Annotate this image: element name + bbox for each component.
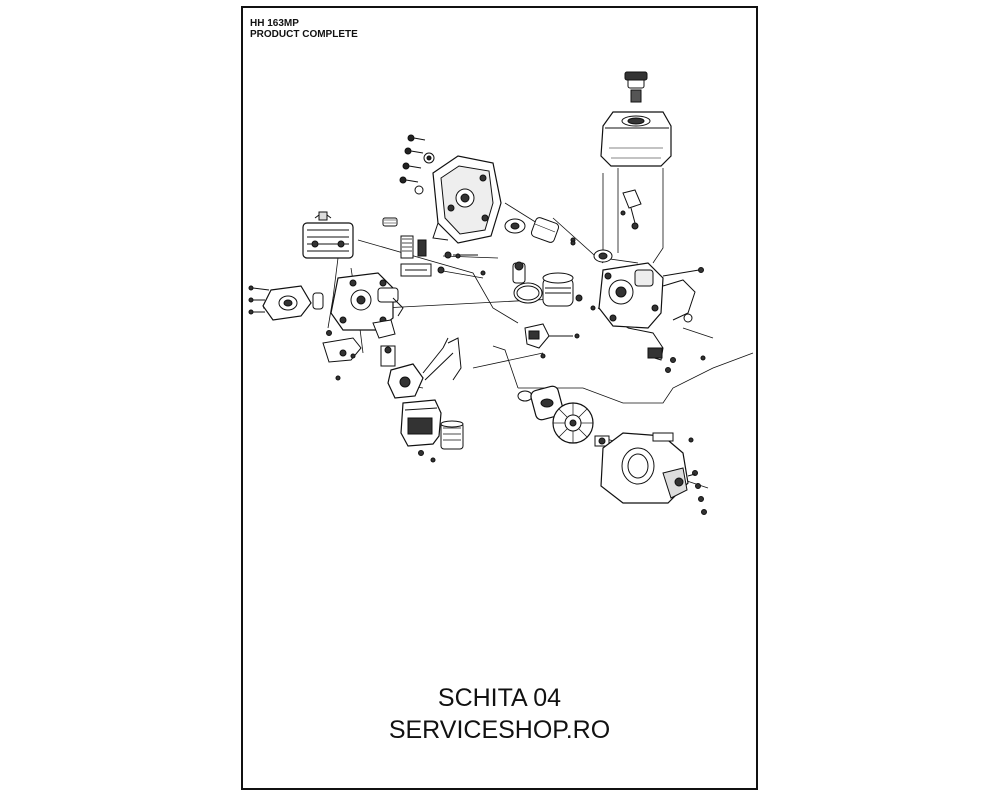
- sheet-caption-title: SCHITA 04: [437, 684, 562, 712]
- fuel-tank-assembly: [600, 71, 672, 167]
- model-title: HH 163MP: [250, 18, 299, 29]
- control-lever: [524, 323, 580, 349]
- sheet-caption-site: SERVICESHOP.RO: [388, 716, 611, 744]
- intake-gasket: [248, 285, 324, 321]
- cylinder-head: [302, 211, 354, 259]
- crankshaft-and-piston: [504, 217, 613, 307]
- carburetor: [372, 319, 462, 399]
- valve-parts: [382, 217, 478, 277]
- cover-bolts: [399, 134, 435, 195]
- main-crankcase: [598, 262, 704, 329]
- exploded-parts-diagram: [248, 71, 754, 515]
- misc-fasteners: [335, 237, 706, 463]
- sheet-subtitle: PRODUCT COMPLETE: [250, 29, 358, 40]
- assembly-guide-lines: [263, 168, 754, 489]
- muffler-bracket: [322, 330, 362, 363]
- crankcase-cover: [432, 155, 502, 244]
- recoil-starter-cover: [600, 432, 707, 515]
- drawing-sheet: HH 163MP PRODUCT COMPLETE: [241, 6, 758, 790]
- cylinder-block: [330, 272, 404, 331]
- governor-linkage: [620, 189, 676, 373]
- flywheel-fan: [517, 385, 610, 447]
- air-filter-assembly: [400, 399, 464, 456]
